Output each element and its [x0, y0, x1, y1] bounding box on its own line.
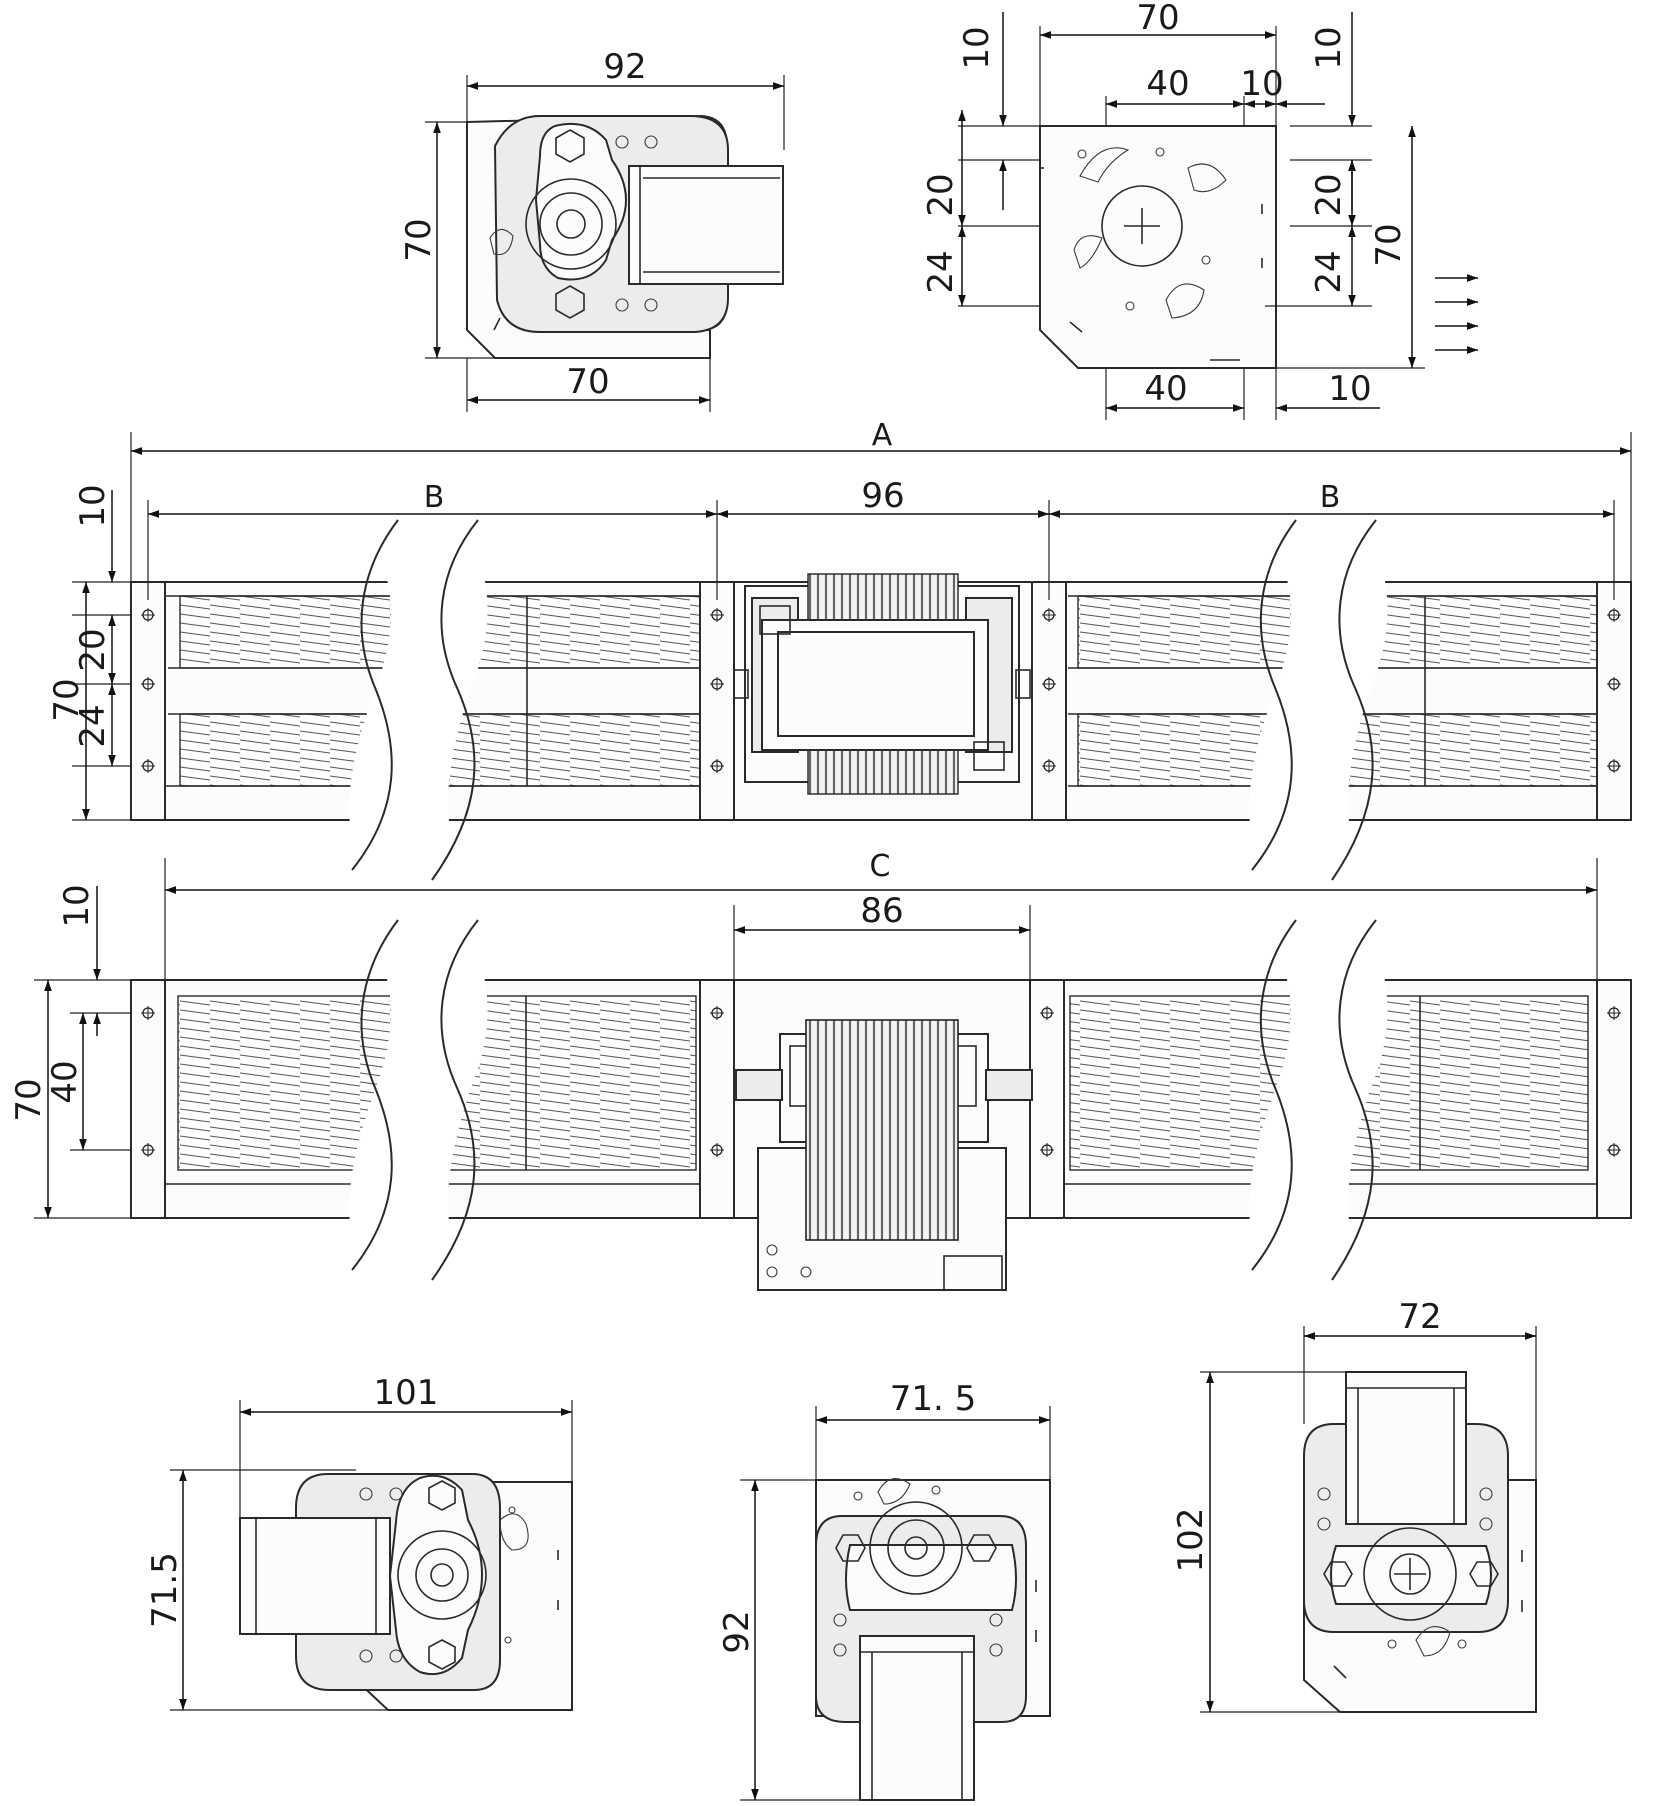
dim-label-overall-A: A [872, 418, 893, 453]
dim-label-double-left-top: 10 [73, 484, 113, 527]
view-double-blower [130, 519, 1632, 881]
dim-label-bottom-right-height: 102 [1171, 1508, 1211, 1573]
view-top-right [1039, 125, 1277, 369]
dim-label-bottom-middle-height: 92 [717, 1610, 757, 1653]
dim-label-top-left-width: 92 [603, 47, 646, 87]
dim-label-top-right-bottom-edge: 10 [1328, 369, 1371, 409]
dim-label-top-right-left-low: 24 [921, 250, 961, 293]
view-bottom-right [1303, 1371, 1537, 1713]
dim-label-single-left-top: 10 [57, 884, 97, 927]
dim-label-bottom-left-width: 101 [374, 1373, 439, 1413]
dim-label-top-right-left-mid: 20 [921, 173, 961, 216]
dims-top-left: 92 70 70 [399, 47, 785, 412]
dim-label-top-left-height: 70 [399, 218, 439, 261]
dim-label-top-right-edge: 10 [1240, 64, 1283, 104]
dim-label-top-right-inner: 40 [1146, 64, 1189, 104]
view-single-blower [130, 919, 1632, 1291]
dim-label-top-right-right-mid: 20 [1309, 173, 1349, 216]
dim-label-top-right-width: 70 [1136, 0, 1179, 38]
dim-label-double-left-mid: 20 [73, 628, 113, 671]
dim-label-center-96: 96 [861, 476, 904, 516]
dims-bottom-right: 72 102 [1171, 1297, 1537, 1713]
dim-label-span-B-right: B [1320, 480, 1341, 515]
dim-label-bottom-middle-width: 71. 5 [890, 1379, 977, 1419]
dim-label-top-right-bottom-inner: 40 [1144, 369, 1187, 409]
dim-label-single-left-inner: 40 [45, 1060, 85, 1103]
dims-top-right: 70 40 10 10 20 24 10 20 24 70 [921, 0, 1478, 420]
dim-label-double-left-height: 70 [47, 678, 87, 721]
view-bottom-left [239, 1473, 573, 1711]
dim-label-top-left-bottom: 70 [566, 362, 609, 402]
dim-label-double-left-low: 24 [73, 704, 113, 747]
dim-label-center-86: 86 [860, 891, 903, 931]
dim-label-top-right-right-top: 10 [1309, 26, 1349, 69]
dims-bottom-middle: 71. 5 92 [717, 1379, 1051, 1801]
view-bottom-middle [815, 1478, 1051, 1801]
view-top-left [466, 114, 784, 359]
dim-label-overall-C: C [870, 849, 891, 884]
airflow-arrows [1435, 274, 1478, 354]
dim-label-top-right-height: 70 [1369, 223, 1409, 266]
dim-label-top-right-left-top: 10 [957, 26, 997, 69]
dim-label-span-B-left: B [424, 480, 445, 515]
dim-label-bottom-left-height: 71.5 [145, 1552, 185, 1628]
dims-single-blower: C 86 10 40 70 [9, 849, 1598, 1219]
dims-bottom-left: 101 71.5 [145, 1373, 573, 1711]
dim-label-bottom-right-width: 72 [1398, 1297, 1441, 1337]
dim-label-single-left-height: 70 [9, 1078, 49, 1121]
dims-double-blower: A B 96 B 10 20 24 70 [47, 418, 1632, 821]
dim-label-top-right-right-low: 24 [1309, 250, 1349, 293]
